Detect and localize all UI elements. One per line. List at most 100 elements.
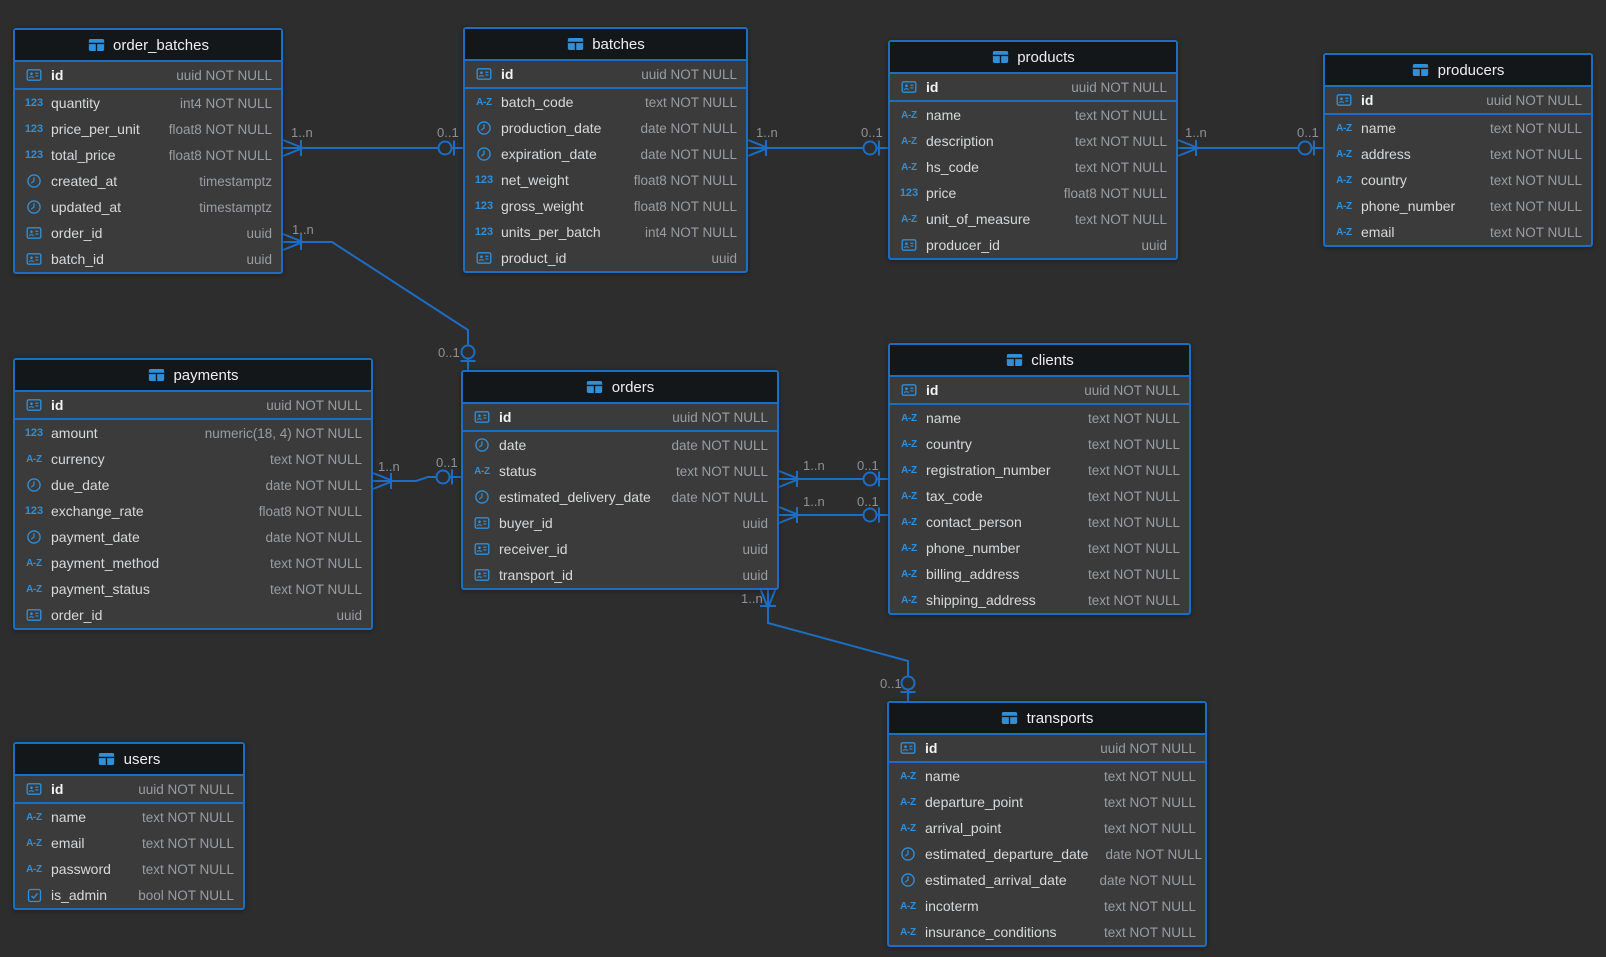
field-type: uuid — [246, 225, 272, 241]
relationship-order_batches-orders-1[interactable]: 1..n0..1 — [282, 222, 476, 370]
table-title: order_batches — [113, 36, 209, 54]
table-header-orders[interactable]: orders — [463, 372, 777, 404]
table-header-producers[interactable]: producers — [1325, 55, 1591, 87]
table-header-transports[interactable]: transports — [889, 703, 1205, 735]
field-type: text NOT NULL — [1074, 107, 1167, 123]
table-header-users[interactable]: users — [15, 744, 243, 776]
relationship-orders-transports-7[interactable]: 1..n0..1 — [741, 587, 916, 701]
field-name: status — [499, 463, 537, 479]
table-header-payments[interactable]: payments — [15, 360, 371, 392]
table-header-clients[interactable]: clients — [890, 345, 1189, 377]
table-header-batches[interactable]: batches — [465, 29, 746, 61]
table-header-order_batches[interactable]: order_batches — [15, 30, 281, 62]
field-name: production_date — [501, 120, 602, 136]
table-header-products[interactable]: products — [890, 42, 1176, 74]
key-icon — [472, 515, 492, 531]
